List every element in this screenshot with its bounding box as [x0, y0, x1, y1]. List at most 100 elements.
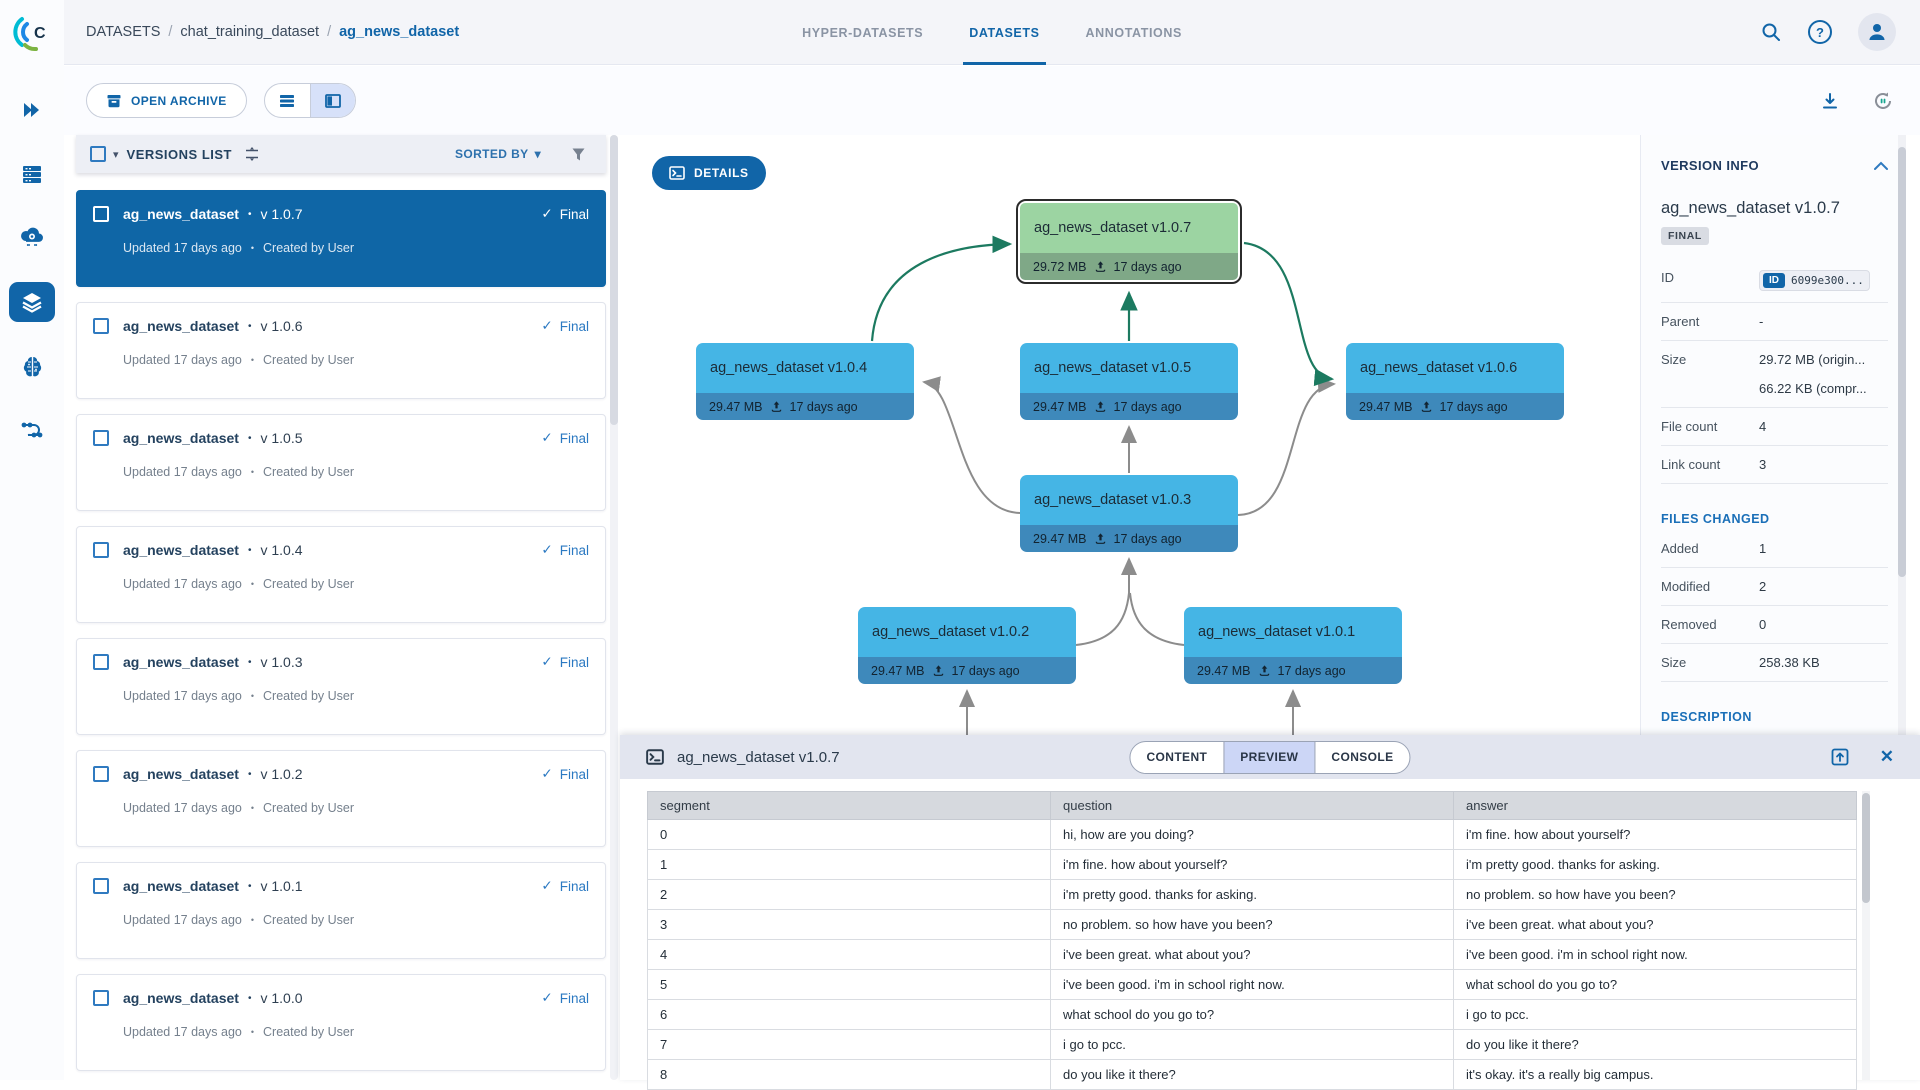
breadcrumb-datasets[interactable]: DATASETS	[86, 24, 160, 40]
auto-refresh-icon[interactable]	[1872, 90, 1894, 112]
user-avatar[interactable]	[1858, 13, 1896, 51]
sidebar-item-applications[interactable]	[9, 218, 55, 258]
help-icon[interactable]: ?	[1808, 20, 1832, 44]
pipeline-icon	[19, 417, 45, 443]
version-checkbox[interactable]	[93, 318, 109, 334]
check-icon: ✓	[541, 990, 552, 1006]
updated-text: Updated 17 days ago	[123, 577, 242, 591]
scrollbar-thumb[interactable]	[1862, 793, 1870, 903]
table-cell: i've been great. what about you?	[1454, 910, 1857, 940]
tab-datasets[interactable]: DATASETS	[969, 0, 1039, 65]
version-card[interactable]: ag_news_dataset • v 1.0.3 ✓Final Updated…	[76, 638, 606, 735]
version-checkbox[interactable]	[93, 654, 109, 670]
bullet-separator: •	[248, 433, 252, 444]
version-checkbox[interactable]	[93, 206, 109, 222]
versions-list-header: ▾ VERSIONS LIST SORTED BY ▾	[76, 135, 606, 173]
bullet-separator: •	[251, 243, 254, 253]
breadcrumb-project[interactable]: chat_training_dataset	[180, 24, 319, 40]
updated-text: Updated 17 days ago	[123, 801, 242, 815]
column-header[interactable]: question	[1051, 792, 1454, 820]
version-number: v 1.0.4	[260, 542, 302, 558]
tab-content[interactable]: CONTENT	[1130, 742, 1223, 773]
final-badge: FINAL	[1661, 227, 1709, 245]
scrollbar-thumb[interactable]	[1898, 147, 1906, 577]
version-checkbox[interactable]	[93, 878, 109, 894]
scrollbar-thumb[interactable]	[610, 135, 618, 425]
version-name: ag_news_dataset	[123, 878, 239, 894]
table-cell: 3	[648, 910, 1051, 940]
tab-console[interactable]: CONSOLE	[1314, 742, 1409, 773]
sidebar-item-pipelines[interactable]	[9, 410, 55, 450]
chevron-up-icon[interactable]	[1874, 161, 1888, 170]
version-checkbox[interactable]	[93, 542, 109, 558]
version-card[interactable]: ag_news_dataset • v 1.0.4 ✓Final Updated…	[76, 526, 606, 623]
size-original: 29.72 MB (origin...	[1759, 352, 1867, 367]
dataset-version-node[interactable]: ag_news_dataset v1.0.5 29.47 MB 17 days …	[1020, 343, 1238, 420]
sidebar-item-projects[interactable]	[9, 90, 55, 130]
table-view-toggle[interactable]	[265, 84, 310, 117]
version-name: ag_news_dataset	[123, 990, 239, 1006]
search-icon[interactable]	[1760, 21, 1782, 43]
tune-icon[interactable]	[244, 146, 260, 162]
node-title: ag_news_dataset v1.0.3	[1020, 475, 1238, 525]
version-checkbox[interactable]	[93, 430, 109, 446]
column-header[interactable]: answer	[1454, 792, 1857, 820]
upload-icon	[932, 664, 945, 677]
version-checkbox[interactable]	[93, 766, 109, 782]
version-number: v 1.0.0	[260, 990, 302, 1006]
dataset-version-node[interactable]: ag_news_dataset v1.0.1 29.47 MB 17 days …	[1184, 607, 1402, 684]
breadcrumb: DATASETS / chat_training_dataset / ag_ne…	[64, 24, 459, 40]
check-icon: ✓	[541, 766, 552, 782]
dataset-version-node[interactable]: ag_news_dataset v1.0.4 29.47 MB 17 days …	[696, 343, 914, 420]
version-card[interactable]: ag_news_dataset • v 1.0.5 ✓Final Updated…	[76, 414, 606, 511]
status-badge: ✓Final	[541, 430, 589, 446]
tab-preview[interactable]: PREVIEW	[1223, 742, 1314, 773]
column-header[interactable]: segment	[648, 792, 1051, 820]
select-all-checkbox[interactable]	[90, 146, 106, 162]
sidebar-item-workers-queues[interactable]	[9, 154, 55, 194]
dataset-version-node[interactable]: ag_news_dataset v1.0.3 29.47 MB 17 days …	[1020, 475, 1238, 552]
version-info-name: ag_news_dataset v1.0.7	[1661, 199, 1888, 218]
sidebar-item-datasets[interactable]	[9, 282, 55, 322]
table-cell: no problem. so how have you been?	[1454, 880, 1857, 910]
version-card[interactable]: ag_news_dataset • v 1.0.6 ✓Final Updated…	[76, 302, 606, 399]
updated-text: Updated 17 days ago	[123, 241, 242, 255]
open-archive-button[interactable]: OPEN ARCHIVE	[86, 83, 247, 118]
table-scrollbar	[1862, 791, 1870, 1080]
version-card[interactable]: ag_news_dataset • v 1.0.1 ✓Final Updated…	[76, 862, 606, 959]
version-checkbox[interactable]	[93, 990, 109, 1006]
sidebar-item-models[interactable]	[9, 346, 55, 386]
dataset-version-node[interactable]: ag_news_dataset v1.0.6 29.47 MB 17 days …	[1346, 343, 1564, 420]
chevron-down-icon[interactable]: ▾	[113, 148, 119, 161]
dataset-version-node[interactable]: ag_news_dataset v1.0.2 29.47 MB 17 days …	[858, 607, 1076, 684]
info-row-id: ID ID 6099e300...	[1661, 259, 1888, 303]
split-view-toggle[interactable]	[310, 84, 355, 117]
close-icon[interactable]: ✕	[1880, 747, 1894, 767]
version-card[interactable]: ag_news_dataset • v 1.0.7 ✓Final Updated…	[76, 190, 606, 287]
bullet-separator: •	[248, 209, 252, 220]
details-button[interactable]: DETAILS	[652, 156, 766, 190]
node-title: ag_news_dataset v1.0.2	[858, 607, 1076, 657]
sorted-by-button[interactable]: SORTED BY ▾	[455, 147, 541, 161]
table-cell: i go to pcc.	[1454, 1000, 1857, 1030]
node-size: 29.47 MB	[1033, 532, 1087, 546]
table-cell: what school do you go to?	[1454, 970, 1857, 1000]
version-card[interactable]: ag_news_dataset • v 1.0.0 ✓Final Updated…	[76, 974, 606, 1071]
updated-text: Updated 17 days ago	[123, 689, 242, 703]
filter-icon[interactable]	[571, 147, 586, 162]
info-label: Modified	[1661, 579, 1759, 594]
version-card[interactable]: ag_news_dataset • v 1.0.2 ✓Final Updated…	[76, 750, 606, 847]
clearml-logo-icon[interactable]: C	[0, 0, 64, 64]
id-pill[interactable]: ID 6099e300...	[1759, 270, 1870, 291]
info-label: Link count	[1661, 457, 1759, 472]
tab-hyper-datasets[interactable]: HYPER-DATASETS	[802, 0, 923, 65]
table-cell: 4	[648, 940, 1051, 970]
expand-icon[interactable]	[1830, 747, 1850, 767]
download-icon[interactable]	[1820, 91, 1840, 111]
dataset-version-node[interactable]: ag_news_dataset v1.0.7 29.72 MB 17 days …	[1016, 199, 1242, 284]
tab-annotations[interactable]: ANNOTATIONS	[1086, 0, 1182, 65]
table-cell: i've been good. i'm in school right now.	[1051, 970, 1454, 1000]
preview-tabs: CONTENT PREVIEW CONSOLE	[1129, 741, 1410, 774]
